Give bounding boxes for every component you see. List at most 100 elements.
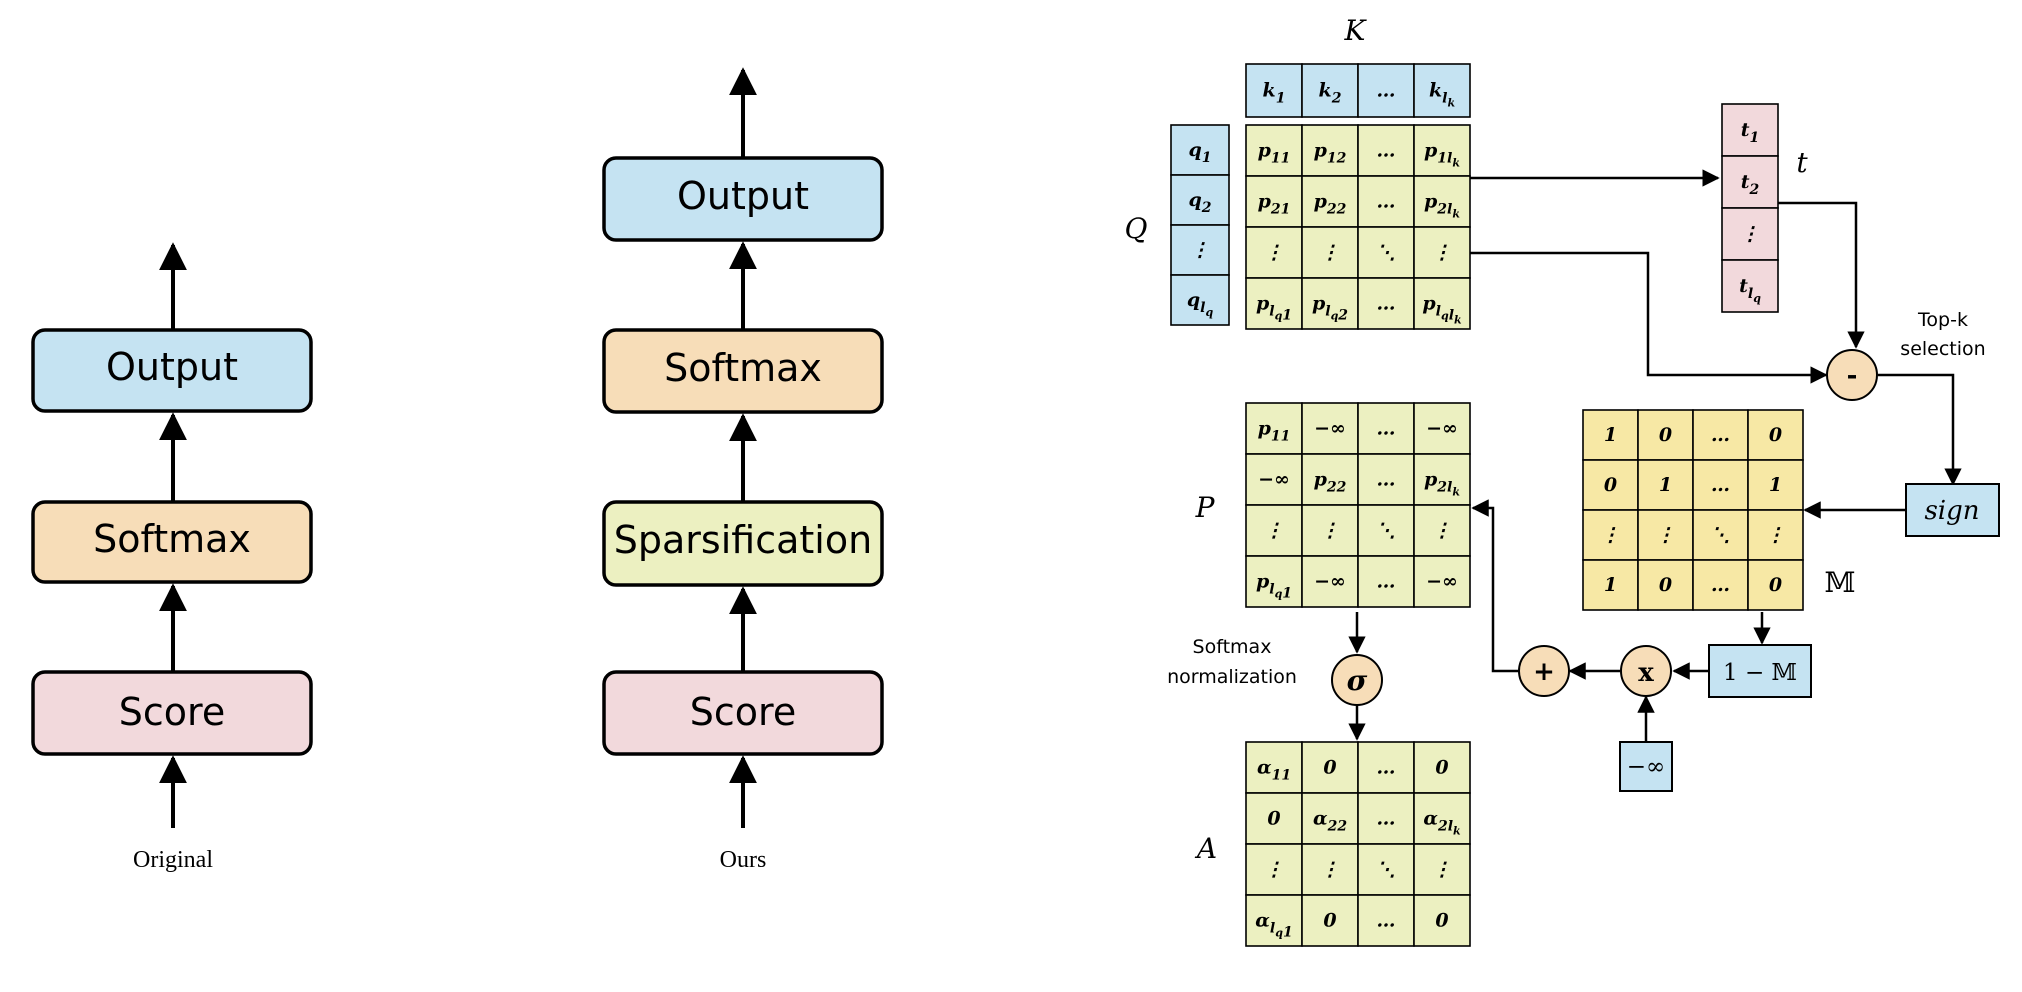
attention-matrix-cell-text: 0 [1435, 910, 1448, 932]
attention-matrix-cell [1413, 741, 1471, 794]
svg-text:sign: sign [1924, 496, 1979, 526]
mask-matrix-cell-text: ⋱ [1711, 524, 1730, 546]
softmax-norm-line2: normalization [1167, 666, 1297, 688]
masked-matrix-cell-text: −∞ [1426, 571, 1458, 593]
attention-matrix-cell-text: … [1377, 910, 1396, 932]
masked-matrix-cell-text: … [1377, 418, 1396, 440]
mask-matrix-cell [1582, 459, 1639, 511]
mask-matrix-cell-text: 1 [1604, 424, 1617, 446]
masked-matrix-cell [1357, 453, 1415, 506]
attention-matrix-cell-text: 0 [1435, 757, 1448, 779]
masked-matrix-cell-text: −∞ [1258, 469, 1290, 491]
score-matrix-cell-text: ⋱ [1377, 242, 1396, 264]
mask-matrix-cell [1747, 459, 1804, 511]
attention-matrix-cell [1301, 792, 1359, 845]
k-vector-cell-text: k2 [1319, 80, 1342, 107]
score-matrix-cell-text: p2lk [1424, 191, 1460, 221]
q-vector-cell [1170, 274, 1230, 326]
masked-matrix-cell [1357, 555, 1415, 608]
q-vector-cell-text: q1 [1188, 139, 1211, 166]
masked-matrix-cell-text: p2lk [1424, 469, 1460, 499]
attention-matrix-cell-text: ⋮ [1433, 859, 1452, 881]
attention-matrix-cell-text: αlq1 [1255, 910, 1292, 941]
t-vector-cell [1721, 259, 1779, 313]
sigma-operator: σ [1331, 654, 1383, 706]
t-vector-cell-text: ⋮ [1741, 223, 1760, 245]
score-matrix-cell-text: plq1 [1256, 293, 1292, 324]
masked-matrix: p11−∞…−∞−∞p22…p2lk⋮⋮⋱⋮plq1−∞…−∞ [1245, 402, 1471, 608]
ours-sparsification-label: Sparsification [614, 518, 872, 562]
m-label: 𝕄 [1825, 566, 1856, 599]
sign-box: sign [1905, 483, 2000, 537]
original-caption: Original [133, 847, 213, 873]
q-label: Q [1125, 212, 1148, 245]
masked-matrix-cell-text: ⋱ [1377, 520, 1396, 542]
mask-matrix-cell-text: 0 [1769, 424, 1782, 446]
attention-matrix-cell-text: 0 [1323, 910, 1336, 932]
masked-matrix-cell [1413, 504, 1471, 557]
score-matrix-cell-text: p22 [1314, 191, 1347, 218]
svg-text:1 − 𝕄: 1 − 𝕄 [1723, 660, 1797, 686]
q-vector-cell-text: q2 [1188, 189, 1211, 216]
attention-matrix-cell-text: ⋮ [1265, 859, 1284, 881]
mask-matrix-cell-text: 0 [1769, 574, 1782, 596]
score-matrix-cell [1301, 124, 1359, 177]
svg-text:-: - [1847, 361, 1858, 391]
masked-matrix-cell-text: ⋮ [1265, 520, 1284, 542]
k-vector-cell [1245, 63, 1303, 118]
score-matrix-cell-text: p21 [1258, 191, 1291, 218]
mask-matrix-cell [1747, 409, 1804, 461]
mask-matrix-cell-text: 1 [1659, 474, 1672, 496]
score-matrix-cell-text: … [1377, 191, 1396, 213]
mask-matrix-cell-text: ⋮ [1601, 524, 1620, 546]
k-vector-cell-text: … [1377, 80, 1396, 102]
masked-matrix-cell [1413, 453, 1471, 506]
score-matrix-cell [1413, 226, 1471, 279]
topk-label-line2: selection [1900, 338, 1985, 360]
times-operator: x [1620, 645, 1672, 697]
score-matrix-cell-text: ⋮ [1321, 242, 1340, 264]
mask-matrix-cell-text: ⋮ [1766, 524, 1785, 546]
score-matrix-cell-text: … [1377, 293, 1396, 315]
score-matrix-cell [1357, 277, 1415, 330]
score-matrix-cell-text: p11 [1258, 140, 1291, 167]
attention-matrix-cell-text: ⋮ [1321, 859, 1340, 881]
score-matrix-cell-text: p12 [1314, 140, 1347, 167]
score-matrix-cell-text: ⋮ [1265, 242, 1284, 264]
svg-text:x: x [1638, 658, 1654, 688]
masked-matrix-cell [1245, 555, 1303, 608]
svg-text:−∞: −∞ [1627, 754, 1665, 780]
svg-text:+: + [1533, 657, 1555, 687]
attention-matrix-cell [1357, 894, 1415, 947]
attention-matrix-cell-text: ⋱ [1377, 859, 1396, 881]
masked-matrix-cell-text: … [1377, 469, 1396, 491]
masked-matrix-cell-text: ⋮ [1321, 520, 1340, 542]
connectors [1348, 169, 1962, 742]
t-vector-cell-text: tlq [1739, 275, 1761, 305]
attention-matrix-cell [1413, 843, 1471, 896]
score-matrix-cell-text: plqlk [1422, 293, 1462, 327]
mechanism-detail: K Q t P A 𝕄 Top-k selection Softmax norm… [1125, 14, 2000, 947]
ours-score-label: Score [690, 690, 796, 734]
score-matrix-cell [1413, 277, 1471, 330]
plus-operator: + [1518, 645, 1570, 697]
q-vector-cell-text: ⋮ [1191, 239, 1210, 261]
original-flow: Score Softmax Output Original [31, 242, 313, 873]
mask-matrix-cell [1692, 559, 1749, 611]
svg-text:σ: σ [1347, 664, 1368, 697]
attention-matrix-cell-text: 0 [1267, 808, 1280, 830]
k-label: K [1344, 14, 1368, 47]
k-vector-cell-text: klk [1429, 80, 1456, 110]
score-matrix-cell [1413, 175, 1471, 228]
attention-matrix-cell-text: 0 [1323, 757, 1336, 779]
score-matrix-cell-text: … [1377, 140, 1396, 162]
mask-matrix-cell-text: … [1711, 424, 1730, 446]
softmax-norm-line1: Softmax [1193, 636, 1272, 658]
mask-matrix-cell [1692, 509, 1749, 561]
score-matrix-cell [1301, 226, 1359, 279]
